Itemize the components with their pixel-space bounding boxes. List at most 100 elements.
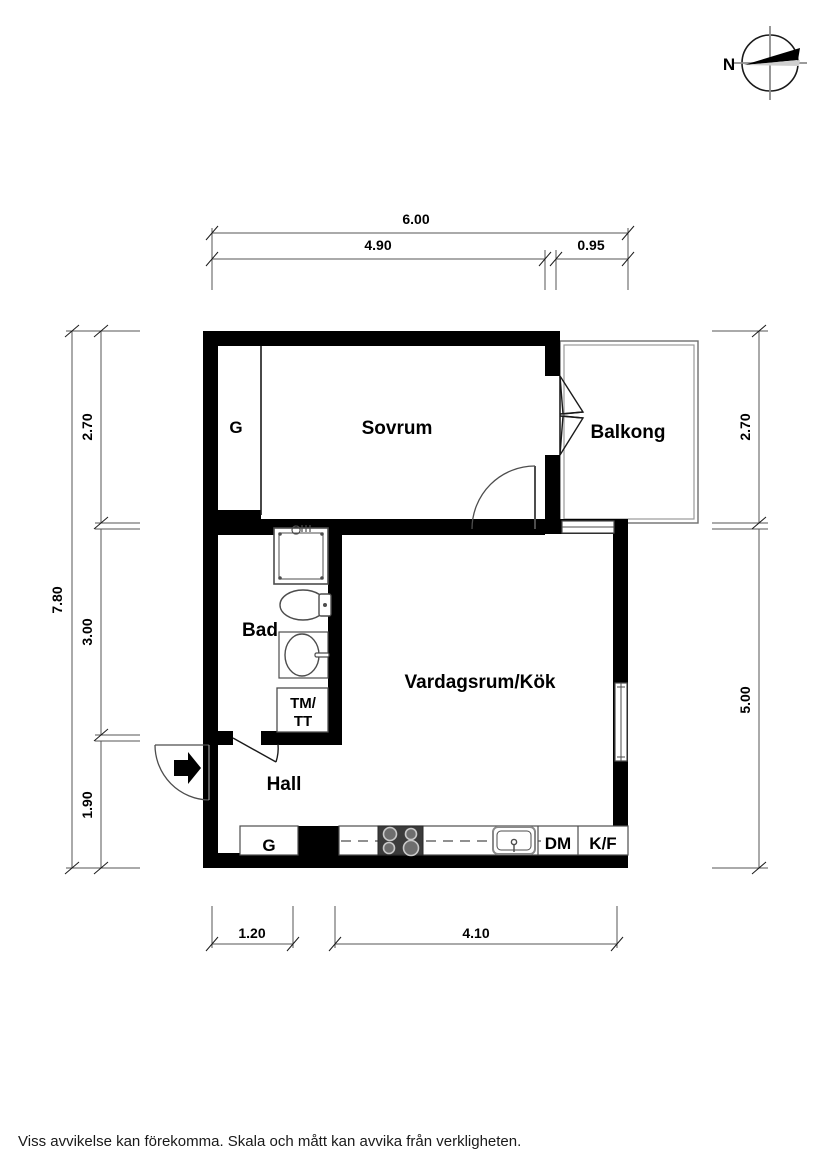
dimension-left-b-label: 3.00 [79, 618, 95, 645]
tick-right-a-bottom [751, 516, 767, 530]
dimension-bottom-a-label: 1.20 [238, 925, 265, 941]
wall-entrance-jamb-top [203, 731, 233, 745]
dimension-right-a-label: 2.70 [737, 413, 753, 440]
wall-balcony-door-top-jamb [545, 331, 560, 376]
wall-bottom [203, 853, 628, 868]
room-label-balkong: Balkong [591, 422, 666, 443]
balcony-door [559, 375, 585, 456]
fridge-freezer-label: K/F [589, 834, 616, 853]
door-bathroom [232, 737, 279, 763]
room-label-vardagsrum-kok: Vardagsrum/Kök [405, 672, 556, 693]
tick-left-b-bottom [93, 728, 109, 742]
laundry-label-line1: TM/ [290, 695, 317, 712]
dimension-group-bottom [205, 906, 624, 952]
room-label-hall: Hall [267, 774, 302, 795]
wall-balcony-door-bottom-jamb [545, 455, 560, 534]
kitchen-run: G DM K/F [239, 825, 629, 857]
balcony-door-hinge-lower [559, 415, 584, 419]
tick-bottom-b-left [328, 936, 342, 952]
tick-left-total-bottom [64, 861, 80, 875]
wall-sovrum-bottom [203, 519, 545, 535]
sink-bathroom-basin [284, 633, 320, 677]
wardrobe-hall-box [239, 825, 299, 856]
dimension-left-c-label: 1.90 [79, 791, 95, 818]
tick-top-left-b [538, 251, 552, 267]
tick-bottom-a-left [205, 936, 219, 952]
shower-corner-dot-bl [278, 576, 282, 580]
shower-corner-dot-br [320, 576, 324, 580]
window-living-room-right [614, 682, 628, 762]
kitchen-block-filler [298, 826, 339, 855]
tick-left-a-top [93, 324, 109, 338]
tick-left-total-top [64, 324, 80, 338]
compass-rose: N [723, 26, 807, 100]
tick-left-a-bottom [93, 516, 109, 530]
dimension-group-left [64, 324, 140, 875]
compass-north-label: N [723, 55, 735, 74]
shower [273, 525, 329, 585]
sink-bathroom-tap-icon [314, 652, 330, 658]
stove-burner-br [402, 839, 420, 857]
dimension-group-top [205, 225, 635, 290]
window-living-room-top [561, 520, 615, 534]
laundry-label-line2: TT [294, 713, 312, 730]
stove-burner-bl [382, 841, 396, 855]
sink-bathroom [278, 631, 330, 679]
wall-top [203, 331, 560, 346]
wall-bathroom-right [328, 535, 342, 735]
wall-entrance-jamb-bottom [203, 790, 218, 868]
dimension-bottom-b-label: 4.10 [462, 925, 489, 941]
wall-wardrobe-sovrum-bottom [203, 510, 261, 520]
laundry-unit-box [276, 687, 329, 733]
tick-top-total-left [205, 225, 219, 241]
door-entrance-swing-arc [154, 744, 210, 801]
tick-top-total-right [621, 225, 635, 241]
dimension-right-b-label: 5.00 [737, 686, 753, 713]
room-label-bad: Bad [242, 620, 278, 641]
door-bathroom-leaf [232, 737, 277, 763]
balcony-outline [559, 340, 699, 524]
tick-bottom-a-right [286, 936, 300, 952]
tick-top-right-a [549, 251, 563, 267]
wardrobe-sovrum: G [229, 346, 262, 515]
room-label-sovrum: Sovrum [362, 418, 433, 439]
door-entrance [154, 744, 210, 801]
dimension-top-left-label: 4.90 [364, 237, 391, 253]
tick-left-c-bottom [93, 861, 109, 875]
door-bathroom-arc [275, 743, 279, 763]
tick-top-left-a [205, 251, 219, 267]
shower-corner-dot-tr [320, 532, 324, 536]
dimension-left-a-label: 2.70 [79, 413, 95, 440]
wall-left [203, 331, 218, 868]
dimension-group-right [712, 324, 768, 875]
toilet [279, 589, 332, 621]
dishwasher-label: DM [545, 834, 571, 853]
tick-top-right-b [621, 251, 635, 267]
wardrobe-hall-label: G [262, 836, 275, 855]
tick-bottom-b-right [610, 936, 624, 952]
toilet-flush-icon [323, 603, 327, 607]
wall-bathroom-bottom [261, 731, 342, 745]
tick-right-b-bottom [751, 861, 767, 875]
wardrobe-sovrum-label: G [229, 418, 242, 437]
shower-tray-inner [278, 532, 324, 580]
balcony-inner-rect [563, 344, 695, 520]
laundry-unit: TM/ TT [276, 687, 329, 733]
disclaimer-text: Viss avvikelse kan förekomma. Skala och … [18, 1133, 522, 1150]
entrance-arrow-icon [174, 752, 201, 784]
door-sovrum-swing-arc [471, 465, 536, 530]
shower-head-icon [291, 525, 301, 535]
dimension-top-total-label: 6.00 [402, 211, 429, 227]
tick-right-a-top [751, 324, 767, 338]
dimension-top-right-label: 0.95 [577, 237, 604, 253]
stove-burner-tr [404, 827, 418, 841]
door-sovrum [471, 465, 536, 530]
stove-burner-tl [382, 826, 398, 842]
compass-needle-icon [744, 48, 800, 65]
dimension-left-total-label: 7.80 [49, 586, 65, 613]
balcony-door-hinge-upper [559, 411, 584, 415]
shower-corner-dot-tl [278, 532, 282, 536]
